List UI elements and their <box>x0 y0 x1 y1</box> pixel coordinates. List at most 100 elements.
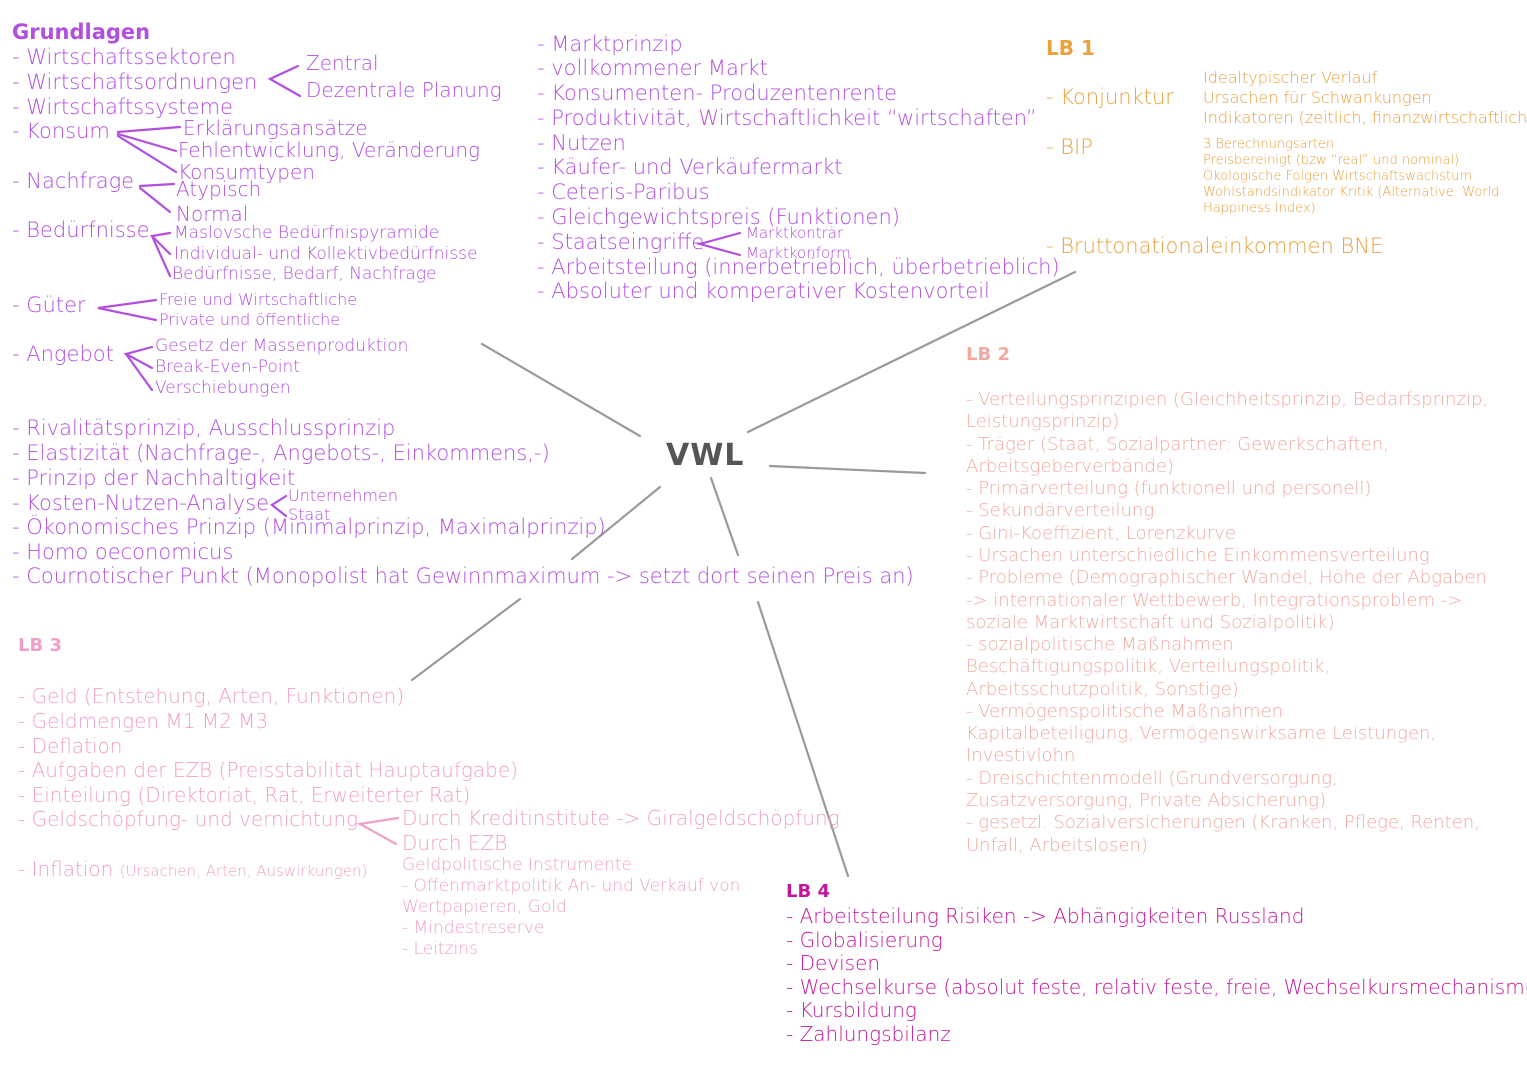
grundlagen-item: - Kosten-Nutzen-Analyse <box>12 491 270 515</box>
grundlagen-item: - Wirtschaftsordnungen <box>12 70 258 94</box>
lb2-line: soziale Marktwirtschaft und Sozialpoliti… <box>966 612 1335 633</box>
lb3-item: - Aufgaben der EZB (Preisstabilität Haup… <box>18 758 518 782</box>
markt-item: - Käufer- und Verkäufermarkt <box>537 155 843 179</box>
connector-grundlagen <box>480 342 642 438</box>
lb2-line: - Ursachen unterschiedliche Einkommensve… <box>966 545 1430 566</box>
lb3-subitem: - Offenmarktpolitik An- und Verkauf von <box>402 876 741 896</box>
connector-markt <box>570 485 662 561</box>
lb1-item: - Konjunktur <box>1046 85 1174 109</box>
markt-item: - Absoluter und komperativer Kostenvorte… <box>537 279 990 303</box>
grundlagen-item: - Güter <box>12 293 86 317</box>
grundlagen-subitem: Freie und Wirtschaftliche <box>159 290 358 309</box>
grundlagen-subitem: Staat <box>288 505 331 524</box>
grundlagen-subitem: Atypisch <box>176 177 262 201</box>
lb2-line: - Gini-Koeffizient, Lorenzkurve <box>966 523 1236 544</box>
lb2-line: -> internationaler Wettbewerb, Integrati… <box>966 590 1463 611</box>
markt-item: - Arbeitsteilung (innerbetrieblich, über… <box>537 255 1060 279</box>
grundlagen-subitem: Fehlentwicklung, Veränderung <box>178 138 481 162</box>
grundlagen-subitem: Unternehmen <box>288 486 398 505</box>
lb2-line: Arbeitsschutzpolitik, Sonstige) <box>966 679 1239 700</box>
lb1-subitem: Indikatoren (zeitlich, finanzwirtschaftl… <box>1203 108 1527 127</box>
lb2-line: Kapitalbeteiligung, Vermögenswirksame Le… <box>966 723 1437 744</box>
lb3-item: - Inflation (Ursachen, Arten, Auswirkung… <box>18 859 367 879</box>
markt-item: - Produktivität, Wirtschaftlichkeit “wir… <box>537 106 1037 130</box>
lb1-subitem: Ursachen für Schwankungen <box>1203 88 1432 107</box>
grundlagen-item: - Wirtschaftssysteme <box>12 95 233 119</box>
bracket-strokes-markt <box>695 231 742 257</box>
lb1-subitem: Idealtypischer Verlauf <box>1203 68 1378 87</box>
central-topic: VWL <box>666 438 745 473</box>
lb2-line: - Vermögenspolitische Maßnahmen <box>966 701 1284 722</box>
lb2-line: - Sekundärverteilung <box>966 500 1155 521</box>
lb1-subitem: Ökologische Folgen Wirtschaftswachstum <box>1203 169 1472 184</box>
lb3-inflation: - Inflation <box>18 857 114 881</box>
grundlagen-subitem: Zentral <box>306 51 379 75</box>
lb2-line: - Verteilungsprinzipien (Gleichheitsprin… <box>966 389 1489 410</box>
grundlagen-subitem: Bedürfnisse, Bedarf, Nachfrage <box>172 264 437 284</box>
lb3-item: - Geldschöpfung- und vernichtung <box>18 807 359 831</box>
grundlagen-subitem: Normal <box>176 202 249 226</box>
grundlagen-item: - Nachfrage <box>12 169 135 193</box>
grundlagen-subitem: Gesetz der Massenproduktion <box>155 336 409 356</box>
lb2-line: - gesetzl. Sozialversicherungen (Kranken… <box>966 812 1480 833</box>
grundlagen-title: Grundlagen <box>12 20 151 44</box>
lb3-item: - Deflation <box>18 734 123 758</box>
central-connectors <box>410 270 1077 878</box>
markt-item: - vollkommener Markt <box>537 56 768 80</box>
grundlagen-item: - Homo oeconomicus <box>12 540 234 564</box>
lb2-line: Beschäftigungspolitik, Verteilungspoliti… <box>966 656 1330 677</box>
connector-lb4-upper <box>709 476 740 557</box>
grundlagen-subitem: Private und öffentliche <box>159 310 341 329</box>
lb3-subitem: Wertpapieren, Gold <box>402 897 567 917</box>
grundlagen-subitem: Dezentrale Planung <box>306 78 502 102</box>
grundlagen-item: - Elastizität (Nachfrage-, Angebots-, Ei… <box>12 441 550 465</box>
markt-item: - Marktprinzip <box>537 32 683 56</box>
markt-item: - Gleichgewichtspreis (Funktionen) <box>537 205 900 229</box>
markt-item: - Ceteris-Paribus <box>537 180 710 204</box>
lb4-item: - Globalisierung <box>786 928 943 952</box>
lb2-line: Arbeitsgeberverbände) <box>966 456 1174 477</box>
bracket-strokes-lb3 <box>356 816 400 846</box>
lb4-item: - Zahlungsbilanz <box>786 1022 951 1046</box>
lb3-subitem: Durch Kreditinstitute -> Giralgeldschöpf… <box>402 806 840 830</box>
lb1-item: - BIP <box>1046 135 1093 159</box>
lb3-subitem: Durch EZB <box>402 831 508 855</box>
lb2-line: - Primärverteilung (funktionell und pers… <box>966 478 1372 499</box>
markt-subitem: Marktkonform <box>746 244 851 262</box>
markt-subitem: Marktkonträr <box>746 224 844 242</box>
lb1-item: - Bruttonationaleinkommen BNE <box>1046 234 1384 258</box>
lb3-title: LB 3 <box>18 635 62 656</box>
grundlagen-subitem: Individual- und Kollektivbedürfnisse <box>174 244 478 264</box>
markt-item: - Konsumenten- Produzentenrente <box>537 81 898 105</box>
markt-item: - Nutzen <box>537 131 626 155</box>
lb1-subitem: Happiness Index) <box>1203 201 1316 216</box>
connector-lb4 <box>756 600 850 878</box>
lb3-subitem: - Leitzins <box>402 939 478 959</box>
grundlagen-item: - Angebot <box>12 342 114 366</box>
lb2-line: - Träger (Staat, Sozialpartner: Gewerksc… <box>966 434 1389 455</box>
grundlagen-subitem: Break-Even-Point <box>155 357 300 377</box>
lb2-line: Investivlohn <box>966 745 1076 766</box>
lb3-subitem: Geldpolitische Instrumente <box>402 855 633 875</box>
lb1-subitem: Preisbereinigt (bzw “real” und nominal) <box>1203 153 1460 168</box>
grundlagen-item: - Rivalitätsprinzip, Ausschlussprinzip <box>12 416 396 440</box>
grundlagen-item: - Cournotischer Punkt (Monopolist hat Ge… <box>12 564 914 588</box>
lb3-item: - Geldmengen M1 M2 M3 <box>18 709 269 733</box>
lb3-subitem: - Mindestreserve <box>402 918 545 938</box>
connector-lb1 <box>746 270 1077 434</box>
connector-lb2 <box>768 464 927 475</box>
lb2-line: Zusatzversorgung, Private Absicherung) <box>966 790 1327 811</box>
lb4-title: LB 4 <box>786 881 830 902</box>
bracket-strokes-grundlagen <box>97 64 302 518</box>
lb2-line: - Dreischichtenmodell (Grundversorgung, <box>966 768 1338 789</box>
grundlagen-item: - Konsum <box>12 119 110 143</box>
lb1-subitem: Wohlstandsindikator Kritik (Alternative:… <box>1203 185 1500 200</box>
lb4-item: - Devisen <box>786 951 881 975</box>
lb4-item: - Kursbildung <box>786 998 917 1022</box>
lb4-item: - Wechselkurse (absolut feste, relativ f… <box>786 975 1527 999</box>
connector-lb3 <box>410 597 522 682</box>
grundlagen-subitem: Verschiebungen <box>155 378 291 398</box>
grundlagen-item: - Bedürfnisse <box>12 218 150 242</box>
lb2-line: - Probleme (Demographischer Wandel, Höhe… <box>966 567 1487 588</box>
